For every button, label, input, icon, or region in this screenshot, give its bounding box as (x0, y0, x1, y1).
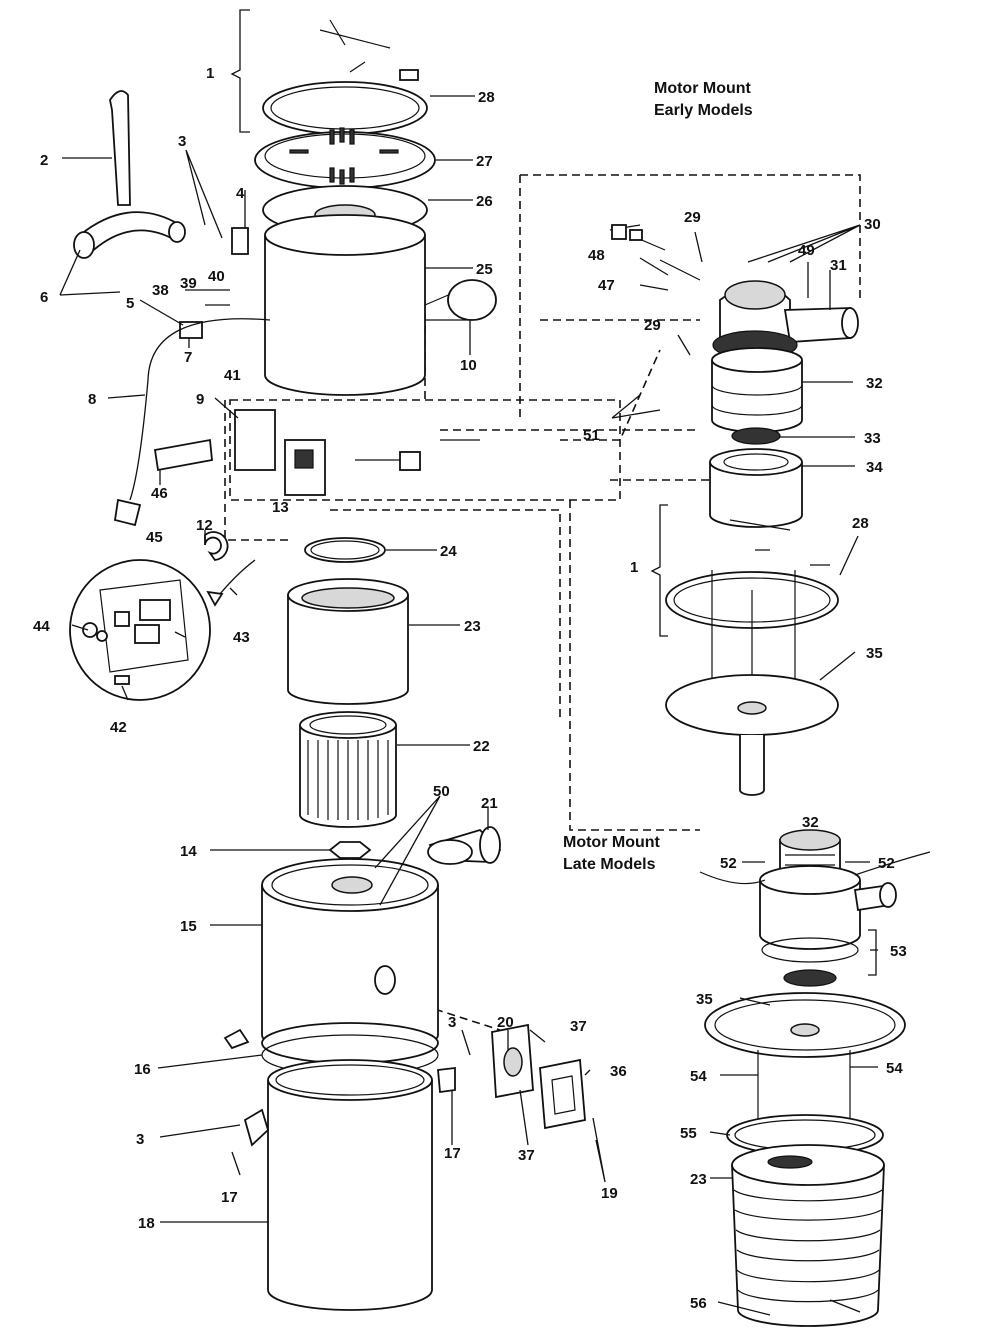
callout-53: 53 (890, 943, 907, 960)
callout-5: 5 (126, 295, 134, 312)
callout-3-lower: 3 (136, 1131, 144, 1148)
callout-31: 31 (830, 257, 847, 274)
callout-3-mid: 3 (448, 1014, 456, 1031)
callout-35-late: 35 (696, 991, 713, 1008)
callout-23-right: 23 (690, 1171, 707, 1188)
top-lid-assembly (230, 9, 436, 235)
callout-29-lower: 29 (644, 317, 661, 334)
callout-52-left: 52 (720, 855, 737, 872)
circuit-switch (204, 409, 480, 561)
callout-21: 21 (481, 795, 498, 812)
callout-24: 24 (440, 543, 457, 560)
callout-56: 56 (690, 1295, 707, 1312)
power-cord (113, 318, 271, 527)
callout-54-left: 54 (690, 1068, 707, 1085)
callout-4: 4 (236, 185, 245, 202)
callout-27: 27 (476, 153, 493, 170)
part-callouts: 1 2 3 4 5 6 7 8 9 10 12 13 14 15 16 17 1… (33, 65, 907, 1312)
callout-16: 16 (134, 1061, 151, 1078)
leader-lines (59, 95, 878, 1316)
callout-49: 49 (798, 242, 815, 259)
callout-6: 6 (40, 289, 48, 306)
motor-mount-late (699, 829, 931, 1327)
early-title-line2: Early Models (654, 102, 753, 119)
callout-52-right: 52 (878, 855, 895, 872)
late-title-line1: Motor Mount (563, 834, 661, 851)
callout-17-right: 17 (444, 1145, 461, 1162)
callout-26: 26 (476, 193, 493, 210)
callout-1-right: 1 (630, 559, 638, 576)
callout-25: 25 (476, 261, 493, 278)
callout-10: 10 (460, 357, 477, 374)
callout-39: 39 (180, 275, 197, 292)
callout-36: 36 (610, 1063, 627, 1080)
callout-3-upper: 3 (178, 133, 186, 150)
callout-37-bottom: 37 (518, 1147, 535, 1164)
callout-20: 20 (497, 1014, 514, 1031)
motor-mount-late-title: Motor Mount Late Models (563, 834, 661, 873)
callout-40: 40 (208, 268, 225, 285)
filter-assembly-left (287, 537, 409, 828)
callout-19: 19 (601, 1185, 618, 1202)
motor-housing-25 (264, 214, 497, 396)
callout-54-right: 54 (886, 1060, 903, 1077)
callout-23-left: 23 (464, 618, 481, 635)
callout-22: 22 (473, 738, 490, 755)
callout-28-right: 28 (852, 515, 869, 532)
callout-18: 18 (138, 1215, 155, 1232)
handle-bracket (73, 90, 249, 339)
callout-12: 12 (196, 517, 213, 534)
callout-32-early: 32 (866, 375, 883, 392)
callout-47: 47 (598, 277, 615, 294)
callout-32-late: 32 (802, 814, 819, 831)
callout-41: 41 (224, 367, 241, 384)
inlet-and-plates (427, 826, 586, 1130)
callout-17-left: 17 (221, 1189, 238, 1206)
callout-33: 33 (864, 430, 881, 447)
callout-50: 50 (433, 783, 450, 800)
callout-8: 8 (88, 391, 96, 408)
control-board-inset (69, 559, 256, 701)
callout-35-early: 35 (866, 645, 883, 662)
callout-46: 46 (151, 485, 168, 502)
callout-51: 51 (583, 427, 600, 444)
callout-13: 13 (272, 499, 289, 516)
callout-45: 45 (146, 529, 163, 546)
callout-34: 34 (866, 459, 883, 476)
callout-7: 7 (184, 349, 192, 366)
callout-37-top: 37 (570, 1018, 587, 1035)
canister-body (223, 841, 456, 1311)
callout-48: 48 (588, 247, 605, 264)
callout-28-top: 28 (478, 89, 495, 106)
callout-30: 30 (864, 216, 881, 233)
wiring-dashed-paths (224, 174, 861, 1031)
callout-14: 14 (180, 843, 197, 860)
callout-2: 2 (40, 152, 48, 169)
early-title-line1: Motor Mount (654, 80, 752, 97)
callout-1-top: 1 (206, 65, 214, 82)
callout-9: 9 (196, 391, 204, 408)
motor-mount-early-title: Motor Mount Early Models (654, 80, 753, 119)
callout-44: 44 (33, 618, 50, 635)
motor-mount-early (609, 224, 859, 796)
callout-15: 15 (180, 918, 197, 935)
callout-42: 42 (110, 719, 127, 736)
callout-38: 38 (152, 282, 169, 299)
callout-43: 43 (233, 629, 250, 646)
callout-55: 55 (680, 1125, 697, 1142)
callout-29-upper: 29 (684, 209, 701, 226)
late-title-line2: Late Models (563, 856, 656, 873)
